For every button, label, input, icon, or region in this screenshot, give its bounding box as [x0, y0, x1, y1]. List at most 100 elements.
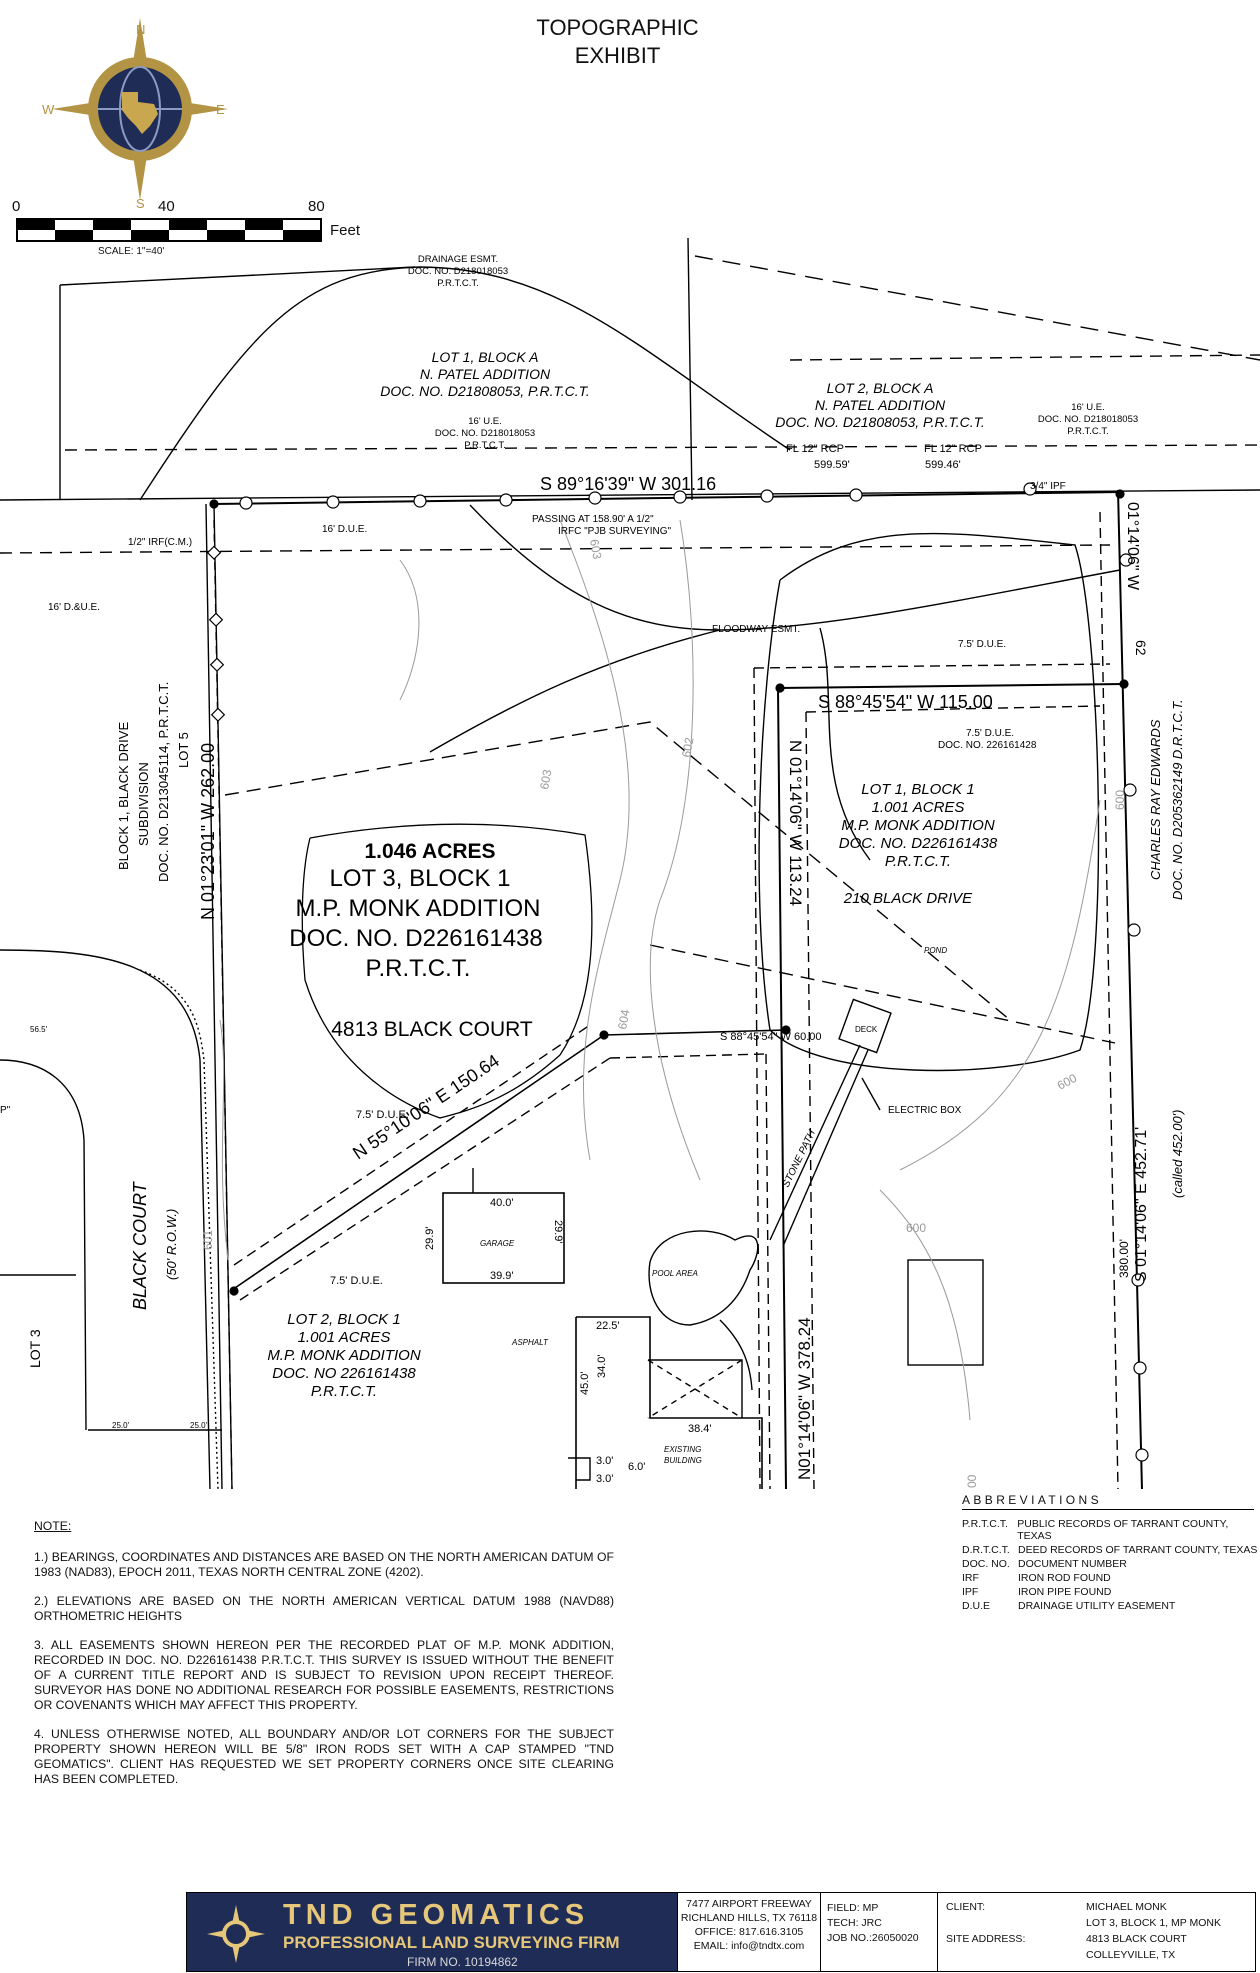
black-drive-l1: BLOCK 1, BLACK DRIVE	[116, 722, 131, 870]
lot1-block-a-l2: N. PATEL ADDITION	[420, 366, 551, 382]
compass-rose-icon: N S E W	[42, 18, 228, 210]
row-a: 56.5'	[30, 1025, 48, 1034]
field-info: FIELD: MP TECH: JRC JOB NO.:26050020	[820, 1893, 937, 1971]
lot1-block-a-l1: LOT 1, BLOCK A	[432, 349, 539, 365]
lot2b1-l1: LOT 2, BLOCK 1	[287, 1311, 400, 1328]
client-label: CLIENT:	[946, 1901, 986, 1913]
site-line-1: 4813 BLACK COURT	[1086, 1933, 1187, 1945]
office-info: 7477 AIRPORT FREEWAY RICHLAND HILLS, TX …	[677, 1893, 820, 1971]
existing-l2: BUILDING	[664, 1456, 702, 1465]
due75c-label: 7.5' D.U.E.	[356, 1109, 409, 1121]
black-drive-l3: DOC. NO. D213045114, P.R.T.C.T.	[156, 682, 171, 882]
black-drive-l2: SUBDIVISION	[136, 762, 151, 846]
abbreviations-title: ABBREVIATIONS	[962, 1493, 1254, 1510]
site-label: SITE ADDRESS:	[946, 1933, 1026, 1945]
row-b: 25.0'	[112, 1421, 130, 1430]
passing-l1: PASSING AT 158.90' A 1/2"	[532, 514, 654, 525]
notes-section: NOTE: 1.) BEARINGS, COORDINATES AND DIST…	[34, 1519, 614, 1801]
exhibit-title: TOPOGRAPHIC EXHIBIT	[0, 14, 1235, 70]
lot3-left-label: LOT 3	[27, 1329, 43, 1368]
lot3-l5: P.R.T.C.T.	[366, 955, 471, 982]
north-bearing: S 89°16'39" W 301.16	[540, 474, 716, 494]
floodway-label: FLOODWAY ESMT.	[712, 624, 800, 635]
compass-w: W	[42, 102, 55, 117]
passing-l2: IRFC "PJB SURVEYING"	[558, 526, 671, 537]
due75a-label: 7.5' D.U.E.	[958, 639, 1006, 650]
contour-600d: 00	[965, 1474, 979, 1488]
pond-label: POND	[924, 946, 947, 955]
b7: 6.0'	[628, 1461, 645, 1473]
lot2b1-l2: 1.001 ACRES	[298, 1329, 391, 1346]
contour-603a: 603	[537, 768, 554, 790]
lot2b1-l4: DOC. NO 226161438	[272, 1365, 416, 1382]
firm-subtitle: PROFESSIONAL LAND SURVEYING FIRM	[283, 1933, 620, 1952]
drainage-esmt-l3: P.R.T.C.T.	[437, 278, 479, 289]
lot3-address: 4813 BLACK COURT	[331, 1018, 533, 1041]
b5: 3.0'	[596, 1455, 613, 1467]
abbr-row: D.R.T.C.T.DEED RECORDS OF TARRANT COUNTY…	[962, 1544, 1258, 1556]
lot-line: LOT 3, BLOCK 1, MP MONK	[1086, 1917, 1221, 1929]
due75b-l1: 7.5' D.U.E.	[966, 728, 1014, 739]
row50-label: (50' R.O.W.)	[164, 1209, 179, 1280]
ue-right-l3: P.R.T.C.T.	[1067, 426, 1109, 437]
pool-label: POOL AREA	[652, 1269, 698, 1278]
asphalt-label: ASPHALT	[511, 1338, 549, 1347]
garage-label: GARAGE	[480, 1239, 515, 1248]
scale-tick-80: 80	[308, 198, 325, 215]
title-line-2: EXHIBIT	[574, 43, 661, 68]
scale-text: SCALE: 1"=40'	[98, 246, 165, 257]
due75b-l2: DOC. NO. 226161428	[938, 740, 1037, 751]
b1: 22.5'	[596, 1320, 620, 1332]
compass-s: S	[136, 196, 145, 210]
lot3-l2: LOT 3, BLOCK 1	[330, 865, 511, 892]
abbreviations-table: ABBREVIATIONS P.R.T.C.T.PUBLIC RECORDS O…	[962, 1493, 1260, 1612]
s8845-60: S 88°45'54" W 60.00	[720, 1031, 822, 1043]
fl-rcp-1-a: FL 12" RCP	[786, 443, 844, 455]
lot1b1-l3: M.P. MONK ADDITION	[841, 817, 995, 834]
drainage-esmt-l1: DRAINAGE ESMT.	[418, 254, 498, 265]
firm-name: TND GEOMATICS	[283, 1899, 590, 1931]
due-ue-label: 16' D.&U.E.	[48, 602, 100, 613]
deck-label: DECK	[855, 1025, 878, 1034]
east-bearing-top: 01°14'06" W	[1124, 502, 1141, 591]
b6: 3.0'	[596, 1473, 613, 1485]
lot1b1-l4: DOC. NO. D226161438	[839, 835, 998, 852]
electric-box-label: ELECTRIC BOX	[888, 1105, 962, 1116]
note-4: 4. UNLESS OTHERWISE NOTED, ALL BOUNDARY …	[34, 1727, 614, 1786]
note-1: 1.) BEARINGS, COORDINATES AND DISTANCES …	[34, 1550, 614, 1579]
lot3-l4: DOC. NO. D226161438	[289, 925, 542, 952]
lot2b1-l3: M.P. MONK ADDITION	[267, 1347, 421, 1364]
scale-unit: Feet	[330, 222, 361, 239]
east-owner-l1: CHARLES RAY EDWARDS	[1148, 719, 1163, 880]
inner-bearing: S 88°45'54" W 115.00	[818, 692, 993, 712]
g-top: 40.0'	[490, 1197, 514, 1209]
lot2-block-a-l1: LOT 2, BLOCK A	[827, 380, 934, 396]
small-mark: P"	[0, 1105, 11, 1116]
note-2: 2.) ELEVATIONS ARE BASED ON THE NORTH AM…	[34, 1594, 614, 1623]
long-bearing: N01°14'06" W 378.24	[795, 1317, 814, 1480]
lot2-block-a-l3: DOC. NO. D21808053, P.R.T.C.T.	[775, 414, 985, 430]
contour-604: 604	[615, 1008, 632, 1030]
fl-rcp-2-b: 599.46'	[925, 459, 961, 471]
lot3-acres: 1.046 ACRES	[364, 840, 495, 863]
title-block: TND GEOMATICS PROFESSIONAL LAND SURVEYIN…	[186, 1892, 1256, 1972]
firm-number: FIRM NO. 10194862	[407, 1955, 518, 1969]
ue-right-l1: 16' U.E.	[1071, 402, 1105, 413]
client-value: MICHAEL MONK	[1086, 1901, 1167, 1913]
firm-compass-icon	[207, 1905, 265, 1963]
east-bearing: S 01°14'06" E 452.71'	[1133, 1127, 1150, 1282]
inner-vertical: N 01°14'06" W 113.24	[786, 740, 805, 906]
contour-602: 602	[679, 736, 696, 758]
due16-label: 16' D.U.E.	[322, 524, 367, 535]
contour-600b: 600	[1055, 1071, 1080, 1093]
ipf-label: 3/4" IPF	[1030, 481, 1066, 492]
title-line-1: TOPOGRAPHIC	[536, 15, 699, 40]
scale-bar: 0 40 80 Feet SCALE: 1"=40'	[10, 198, 380, 258]
scale-tick-0: 0	[12, 198, 21, 215]
abbr-row: P.R.T.C.T.PUBLIC RECORDS OF TARRANT COUN…	[962, 1518, 1229, 1542]
note-3: 3. ALL EASEMENTS SHOWN HEREON PER THE RE…	[34, 1638, 614, 1712]
contour-600c: 600	[906, 1221, 926, 1235]
